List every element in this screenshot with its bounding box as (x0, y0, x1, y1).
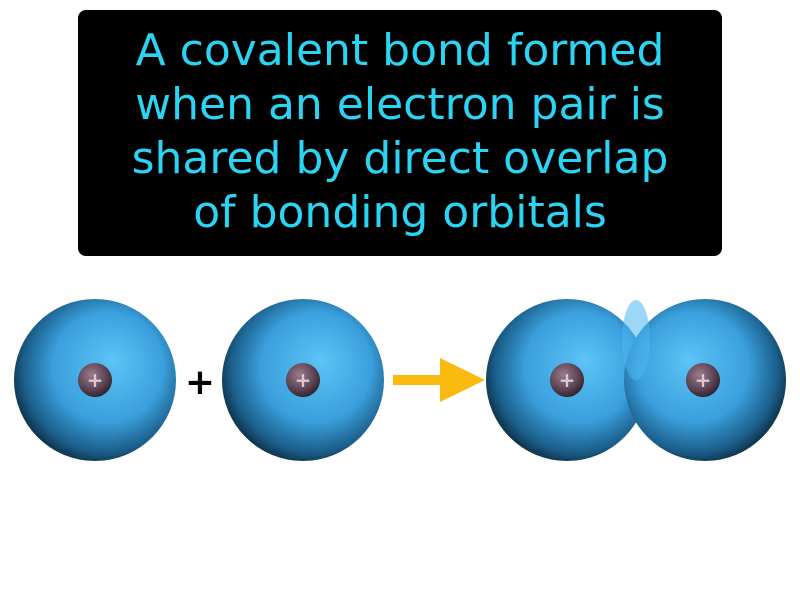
nucleus-symbol: + (87, 368, 104, 392)
covalent-bond-diagram: + + + + (0, 280, 800, 480)
nucleus-symbol: + (695, 368, 712, 392)
caption-line-2: when an electron pair is (135, 79, 665, 130)
nucleus-icon: + (286, 363, 320, 397)
nucleus-icon: + (550, 363, 584, 397)
diagram-svg: + + + + (14, 299, 786, 461)
nucleus-icon: + (78, 363, 112, 397)
atom-left: + (14, 299, 176, 461)
nucleus-symbol: + (559, 368, 576, 392)
caption-line-3: shared by direct overlap (131, 133, 669, 184)
arrow-right-icon (393, 358, 485, 402)
caption-box: A covalent bond formed when an electron … (78, 10, 722, 256)
overlap-region (622, 300, 650, 380)
caption-line-4: of bonding orbitals (193, 187, 607, 238)
atom-right: + (222, 299, 384, 461)
plus-sign: + (185, 362, 215, 403)
caption-line-1: A covalent bond formed (135, 25, 665, 76)
nucleus-symbol: + (295, 368, 312, 392)
nucleus-icon: + (686, 363, 720, 397)
bonded-molecule: + + (486, 299, 786, 461)
